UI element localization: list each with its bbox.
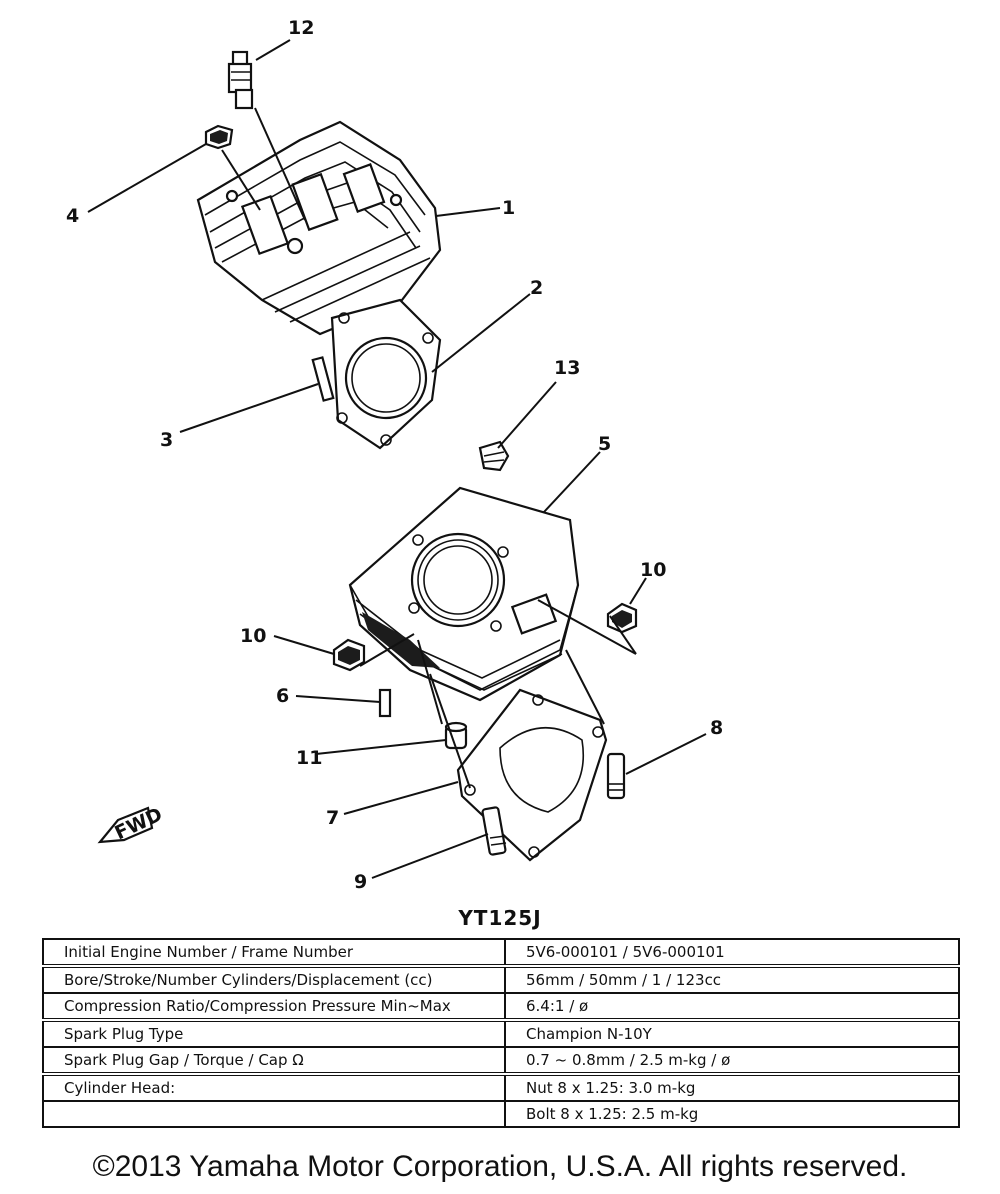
callout-3: 3 [160,429,173,451]
table-row: Spark Plug Gap / Torque / Cap Ω 0.7 ~ 0.… [42,1046,960,1075]
spec-table: Initial Engine Number / Frame Number 5V6… [42,938,960,1128]
callout-7: 7 [326,807,339,829]
stud-bolt-right-part [606,752,626,800]
callout-10-left: 10 [240,625,266,647]
spec-label [42,1100,506,1128]
dowel-pin-part [444,721,468,750]
spec-value: Bolt 8 x 1.25: 2.5 m-kg [504,1100,960,1128]
copyright-notice: ©2013 Yamaha Motor Corporation, U.S.A. A… [92,1150,908,1183]
model-title: YT125J [458,906,542,930]
stud-bolt-bottom-part [481,806,507,856]
spec-value: Nut 8 x 1.25: 3.0 m-kg [504,1072,960,1102]
spec-value: 0.7 ~ 0.8mm / 2.5 m-kg / ø [504,1046,960,1075]
spec-value: 56mm / 50mm / 1 / 123cc [504,964,960,994]
spec-value: Champion N-10Y [504,1018,960,1048]
callout-4: 4 [66,205,79,227]
callout-11: 11 [296,747,322,769]
table-row: Cylinder Head: Nut 8 x 1.25: 3.0 m-kg [42,1072,960,1102]
callout-8: 8 [710,717,723,739]
spec-label: Spark Plug Gap / Torque / Cap Ω [42,1046,506,1075]
callout-10-right: 10 [640,559,666,581]
table-row: Compression Ratio/Compression Pressure M… [42,992,960,1021]
base-gasket-part [456,688,608,862]
callout-5: 5 [598,433,611,455]
callout-2: 2 [530,277,543,299]
table-row: Bore/Stroke/Number Cylinders/Displacemen… [42,964,960,994]
stud-bolt-part [311,356,335,402]
forward-arrow-icon: FWD [97,803,166,844]
spec-value: 5V6-000101 / 5V6-000101 [504,938,960,967]
leader-lines [87,39,707,879]
cylinder-part [348,486,580,702]
cap-nut-part [204,124,234,150]
cylinder-head-part [196,120,442,336]
table-row: Bolt 8 x 1.25: 2.5 m-kg [42,1100,960,1128]
head-gasket-part [330,298,442,450]
exploded-parts-diagram: FWD 12 4 1 2 3 13 5 10 10 6 11 8 7 9 [66,17,723,893]
spark-plug-part [227,50,254,110]
spec-value: 6.4:1 / ø [504,992,960,1021]
table-row: Initial Engine Number / Frame Number 5V6… [42,938,960,967]
spec-label: Cylinder Head: [42,1072,506,1102]
spec-label: Spark Plug Type [42,1018,506,1048]
callout-13: 13 [554,357,580,379]
callout-1: 1 [502,197,515,219]
callout-6: 6 [276,685,289,707]
spec-label: Bore/Stroke/Number Cylinders/Displacemen… [42,964,506,994]
spec-label: Compression Ratio/Compression Pressure M… [42,992,506,1021]
cap-piece-part [478,440,510,472]
nut-left-part [332,638,366,672]
callout-9: 9 [354,871,367,893]
short-stud-part [378,688,392,718]
table-row: Spark Plug Type Champion N-10Y [42,1018,960,1048]
forward-arrow-label: FWD [111,803,165,844]
callout-12: 12 [288,17,314,39]
spec-label: Initial Engine Number / Frame Number [42,938,506,967]
